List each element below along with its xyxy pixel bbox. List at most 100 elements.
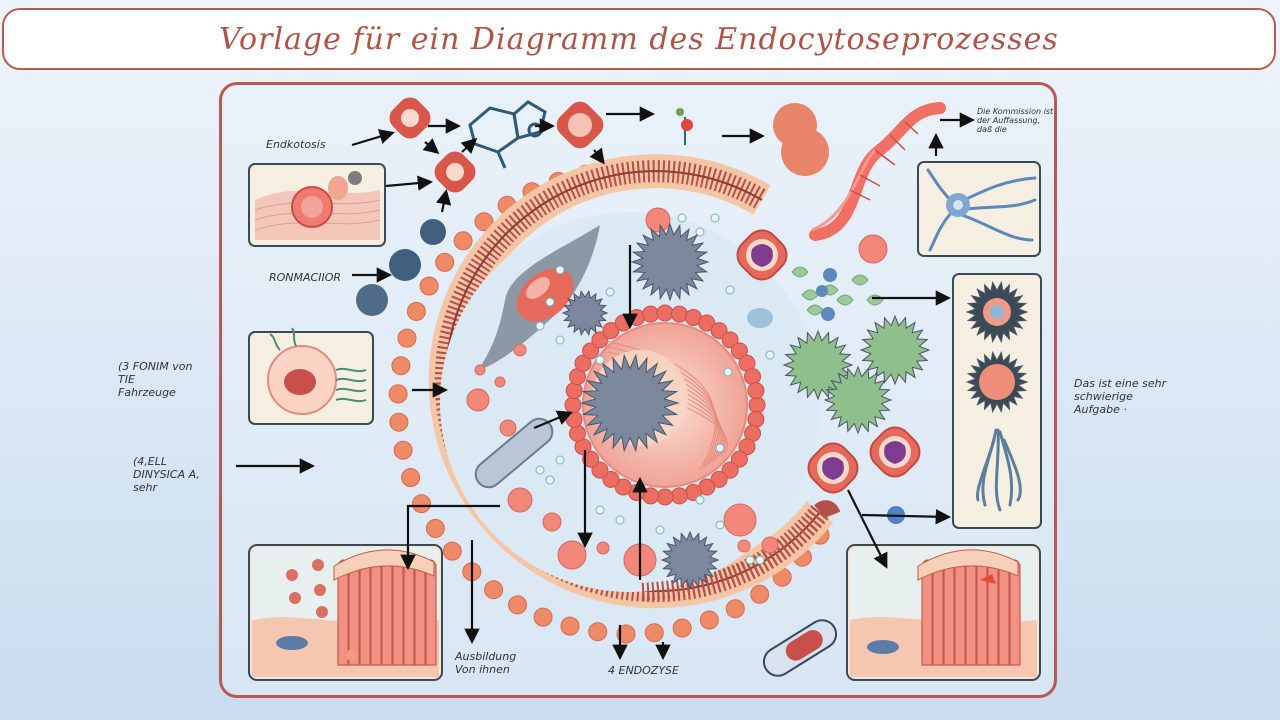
panel-villi-left (248, 544, 443, 681)
bacteria-ball (781, 128, 829, 176)
nucleus-bead (642, 487, 660, 505)
nucleus-bead (582, 450, 600, 468)
capsule-organelle (474, 417, 554, 489)
membrane-bead (388, 384, 408, 404)
bubble (655, 525, 665, 535)
green-bacterium-small (801, 289, 819, 301)
vesicle (513, 343, 527, 357)
vesicle (474, 364, 486, 376)
bubble (595, 505, 605, 515)
vesicle (858, 234, 888, 264)
blue-cell (816, 285, 828, 297)
villus (381, 559, 393, 666)
nucleus-bead (710, 470, 728, 488)
bubble (605, 287, 615, 297)
membrane-bead (412, 494, 431, 514)
virus-particle (356, 284, 388, 316)
villus (954, 559, 966, 666)
membrane-bead (442, 541, 462, 561)
nucleus-bead (747, 410, 765, 428)
bubble (710, 213, 720, 223)
cell-nucleus (990, 305, 1004, 319)
vesicle (499, 419, 517, 437)
vesicle (761, 536, 779, 554)
nucleus-bead (591, 461, 609, 479)
nucleus-bead (582, 342, 600, 360)
green-bacterium-small (791, 266, 809, 278)
nucleus-bead (730, 450, 748, 468)
vesicle (737, 539, 751, 553)
process-arrows (236, 106, 976, 661)
membrane-bead (725, 599, 745, 619)
panel-cell-stack (952, 273, 1042, 529)
bubble (715, 520, 725, 530)
page-title: Vorlage für ein Diagramm des Endocytosep… (219, 21, 1059, 57)
vesicle (645, 207, 671, 233)
virus-particle (420, 219, 446, 245)
purple-cell (807, 442, 859, 494)
membrane-bead (644, 623, 664, 643)
nucleus-bead (602, 322, 620, 340)
membrane-bead (391, 356, 411, 376)
membrane-bead (406, 301, 426, 321)
blue-cell (821, 307, 835, 321)
top-row-cells (356, 97, 946, 316)
virus-particle (389, 249, 421, 281)
nucleus-bead (710, 322, 728, 340)
villus (932, 559, 944, 666)
nucleus-bead (656, 304, 674, 322)
arrow (400, 504, 500, 571)
nucleus-bead (602, 470, 620, 488)
nucleus-bead (574, 354, 592, 372)
membrane-bead (425, 518, 445, 538)
arrow (861, 509, 952, 525)
nucleus-bead (656, 488, 674, 506)
green-bacterium (859, 314, 931, 386)
villus (392, 559, 404, 666)
green-bacterium-small (851, 274, 869, 286)
bubble (555, 265, 565, 275)
bubble (555, 335, 565, 345)
vesicles (466, 207, 888, 577)
panel-villi-right (846, 544, 1041, 681)
membrane-bead (435, 252, 455, 272)
green-bacterium-small (866, 294, 884, 306)
membrane-bead (672, 618, 692, 638)
villus (943, 559, 955, 666)
villus-cap (917, 549, 1019, 581)
nucleus-bead (565, 382, 583, 400)
nucleus-bead (670, 487, 688, 505)
right-note: Das ist eine sehr schwierige Aufgabe · (1074, 377, 1167, 416)
virus-spiky (561, 290, 609, 336)
bubble (535, 321, 545, 331)
bubble (677, 213, 687, 223)
vesicle (542, 512, 562, 532)
purple-cell (869, 426, 921, 478)
villus (403, 559, 415, 666)
vesicle (466, 388, 490, 412)
bubble (725, 285, 735, 295)
nucleus-bead (670, 305, 688, 323)
green-bacterium-small (806, 304, 824, 316)
green-bacterium-small (836, 294, 854, 306)
arrow (460, 137, 478, 155)
vesicle (557, 540, 587, 570)
green-bacteria (782, 266, 931, 435)
dna-helix-icon (809, 102, 946, 241)
cell-core (979, 364, 1015, 400)
villus (965, 559, 977, 666)
nucleus-bead (738, 438, 756, 456)
root-cluster (975, 428, 1022, 512)
membrane-bead (393, 440, 413, 460)
virus-spiky (630, 222, 710, 302)
membrane-bead (484, 580, 504, 600)
vesicle (494, 376, 506, 388)
membrane-bead (389, 412, 409, 432)
organelle-droplet (478, 225, 600, 370)
left-note-2: (4,ELL DINYSICA A, sehr (133, 455, 200, 494)
panel-cell-flagella (248, 327, 374, 425)
bubble (555, 455, 565, 465)
nucleus-bead (721, 331, 739, 349)
cell (388, 154, 931, 644)
